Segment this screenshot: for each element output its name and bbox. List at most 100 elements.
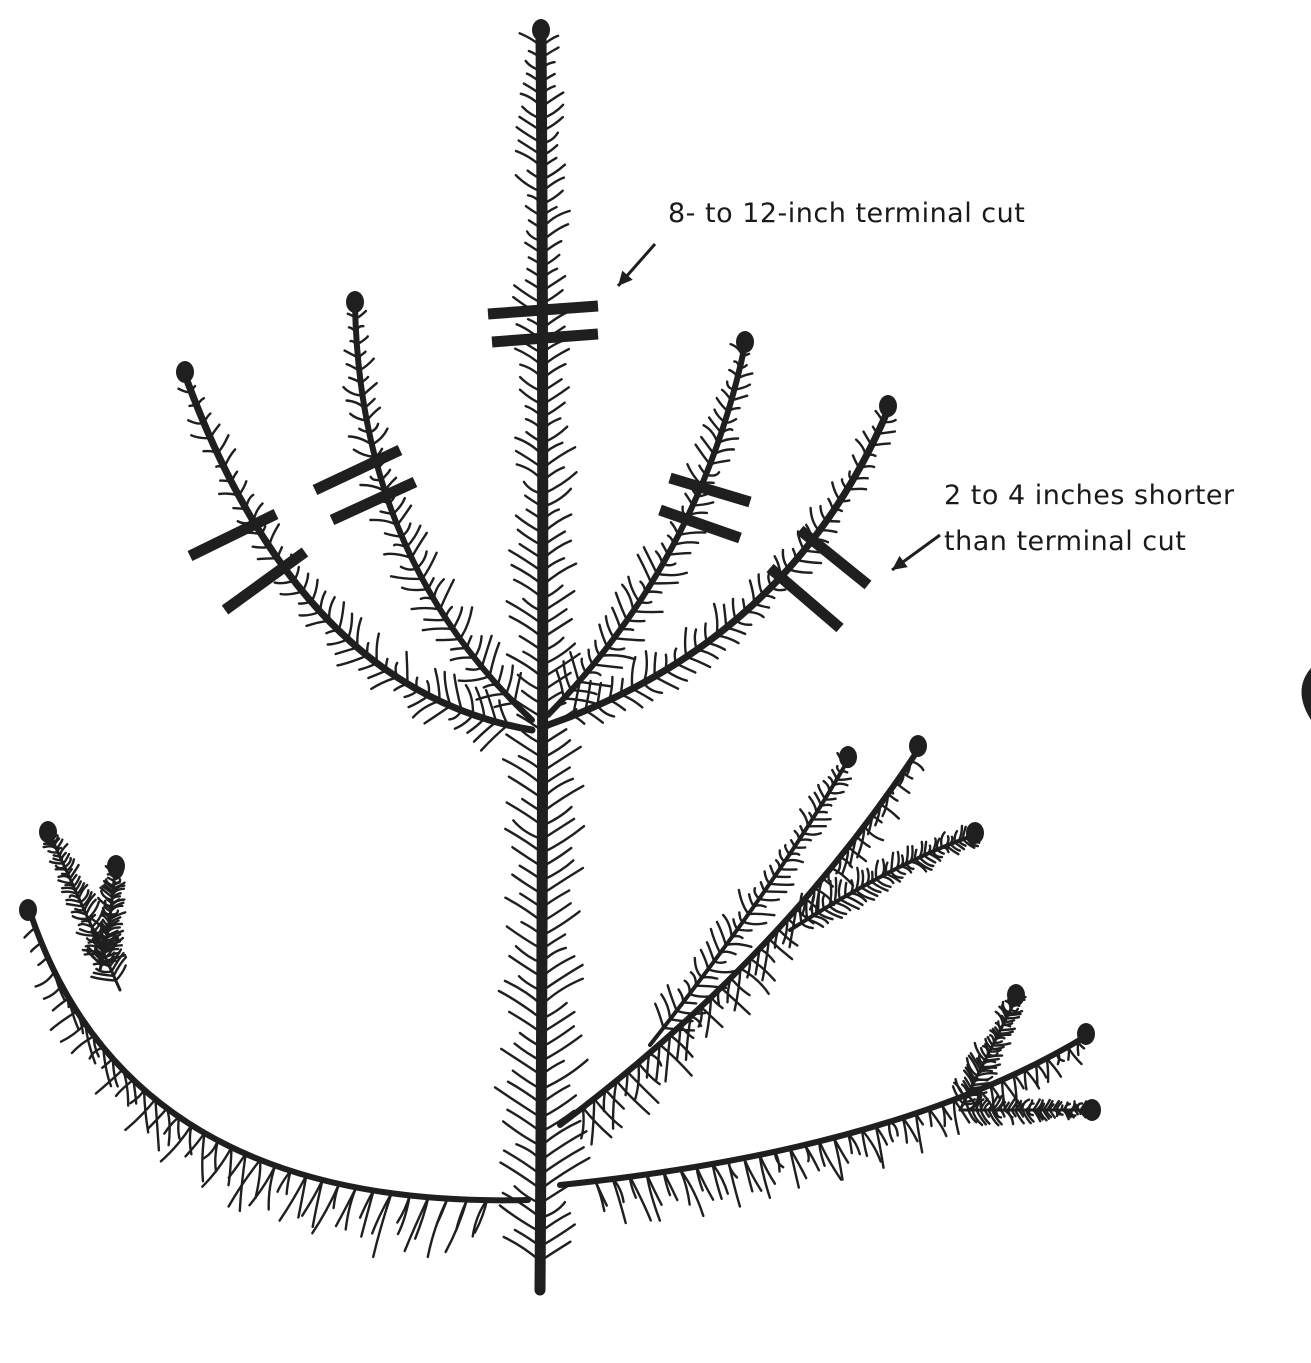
needle — [780, 850, 785, 861]
needle — [881, 860, 884, 877]
needle — [421, 598, 434, 600]
needle — [920, 842, 923, 858]
needle — [386, 659, 387, 671]
needle — [743, 922, 766, 924]
needle — [583, 1108, 611, 1138]
needle — [655, 1004, 663, 1028]
needle — [670, 1035, 692, 1057]
needle — [685, 494, 692, 506]
needle — [829, 792, 844, 793]
needle — [754, 604, 769, 608]
needle — [640, 602, 652, 603]
needle — [541, 1131, 587, 1160]
needle — [640, 582, 645, 593]
needle — [726, 944, 752, 947]
needle — [595, 641, 600, 656]
needle — [582, 659, 586, 673]
needle — [717, 635, 739, 643]
needle — [665, 655, 666, 671]
needle — [589, 650, 594, 665]
needle — [726, 628, 745, 634]
needle — [609, 700, 625, 710]
needle — [866, 455, 876, 457]
needle — [812, 897, 813, 916]
needle — [702, 977, 717, 978]
needle — [866, 869, 868, 885]
needle — [495, 703, 515, 707]
needle — [750, 581, 754, 604]
needle — [759, 899, 779, 901]
bud-icon — [1007, 984, 1025, 1006]
needle — [501, 1163, 541, 1189]
arrow-icon — [892, 535, 940, 570]
needle — [754, 905, 766, 906]
needle — [687, 657, 711, 667]
branch-upper-right-outer — [548, 410, 888, 725]
needle — [668, 553, 690, 555]
needle — [300, 612, 321, 616]
needle — [307, 621, 330, 626]
needle — [911, 761, 924, 770]
needle — [1003, 1023, 1012, 1024]
shorter-cut-label-line2: than terminal cut — [944, 526, 1186, 557]
needle — [592, 1099, 595, 1145]
needle — [776, 860, 780, 869]
needle — [832, 482, 840, 500]
needle — [246, 495, 253, 509]
needle — [695, 630, 697, 650]
needle — [604, 1090, 606, 1111]
needle — [632, 689, 652, 700]
needle — [600, 655, 635, 659]
needle — [503, 759, 542, 785]
bud-icon — [1083, 1099, 1101, 1121]
needle — [856, 868, 858, 890]
needle — [299, 602, 311, 604]
needle — [368, 670, 387, 678]
needle — [459, 676, 490, 681]
needle — [424, 619, 446, 620]
needle — [851, 880, 853, 893]
needle — [1000, 1029, 1015, 1031]
needle — [303, 574, 309, 592]
needle — [204, 451, 218, 453]
needle — [61, 853, 65, 860]
needle — [155, 1099, 159, 1150]
needle — [417, 552, 427, 569]
needle — [542, 826, 584, 853]
cut-mark-icon — [770, 568, 840, 628]
needle — [825, 799, 836, 800]
needle — [997, 1035, 1010, 1036]
needle — [656, 552, 663, 565]
needle — [116, 1080, 133, 1096]
needle — [91, 977, 115, 981]
needle — [31, 943, 41, 952]
needle — [606, 616, 614, 638]
needle — [837, 779, 851, 780]
needle — [412, 608, 440, 609]
needle — [217, 435, 228, 453]
needle — [281, 592, 303, 595]
needle — [505, 981, 542, 1005]
needle — [695, 958, 702, 978]
needle — [41, 943, 52, 970]
needle — [456, 1200, 467, 1231]
needle — [946, 836, 948, 845]
needle — [62, 892, 77, 895]
needle — [542, 786, 583, 812]
needle — [253, 547, 270, 548]
needle — [394, 684, 407, 690]
needle — [477, 694, 506, 700]
needle — [275, 581, 294, 583]
needle — [371, 677, 397, 689]
needle — [425, 706, 451, 724]
needle — [765, 891, 787, 892]
needle — [269, 524, 279, 546]
needle — [644, 683, 663, 693]
needle — [499, 991, 542, 1019]
needle — [541, 1036, 581, 1062]
needle — [294, 567, 299, 581]
needle — [785, 860, 803, 862]
needle — [977, 1073, 996, 1076]
needle — [896, 852, 899, 869]
needle — [665, 670, 687, 681]
